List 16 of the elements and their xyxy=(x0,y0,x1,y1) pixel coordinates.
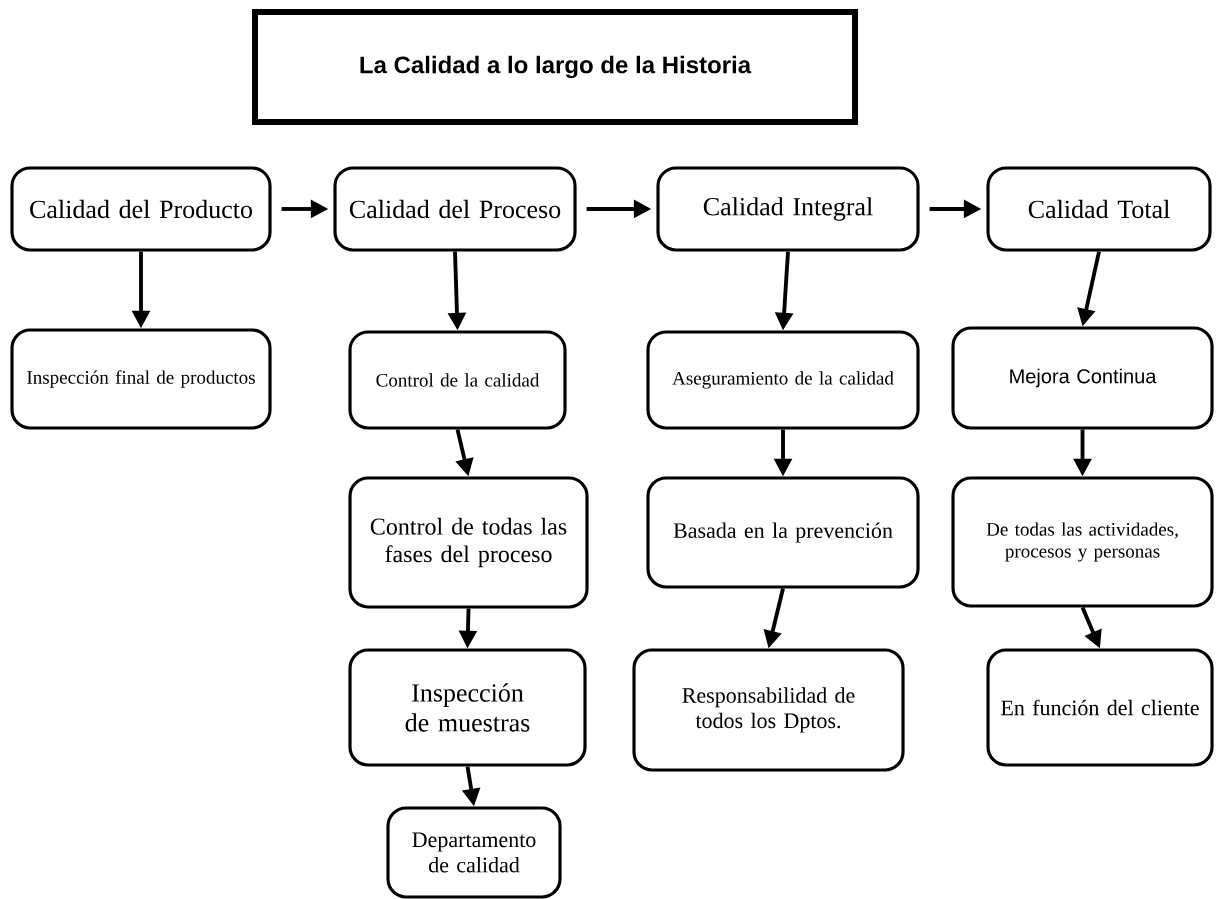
process-box: Responsabilidad de todos los Dptos. xyxy=(632,648,905,772)
process-box: Calidad del Producto xyxy=(10,166,272,252)
process-box: Inspección de muestras xyxy=(348,648,587,767)
process-box: Calidad Total xyxy=(986,166,1212,252)
process-box: Calidad Integral xyxy=(656,166,920,252)
process-box: Mejora Continua xyxy=(951,326,1214,430)
process-box: Departamento de calidad xyxy=(386,806,562,899)
title-box: La Calidad a lo largo de la Historia xyxy=(252,9,858,125)
process-box: En función del cliente xyxy=(986,648,1214,767)
process-box: De todas las actividades, procesos y personas xyxy=(951,476,1214,608)
process-box: Control de todas las fases del proceso xyxy=(348,476,589,609)
process-box: Basada en la prevención xyxy=(646,476,920,589)
process-box: Calidad del Proceso xyxy=(333,166,577,252)
process-box: Aseguramiento de la calidad xyxy=(646,330,920,430)
process-box: Inspección final de productos xyxy=(10,328,272,430)
process-box: Control de la calidad xyxy=(348,330,567,430)
